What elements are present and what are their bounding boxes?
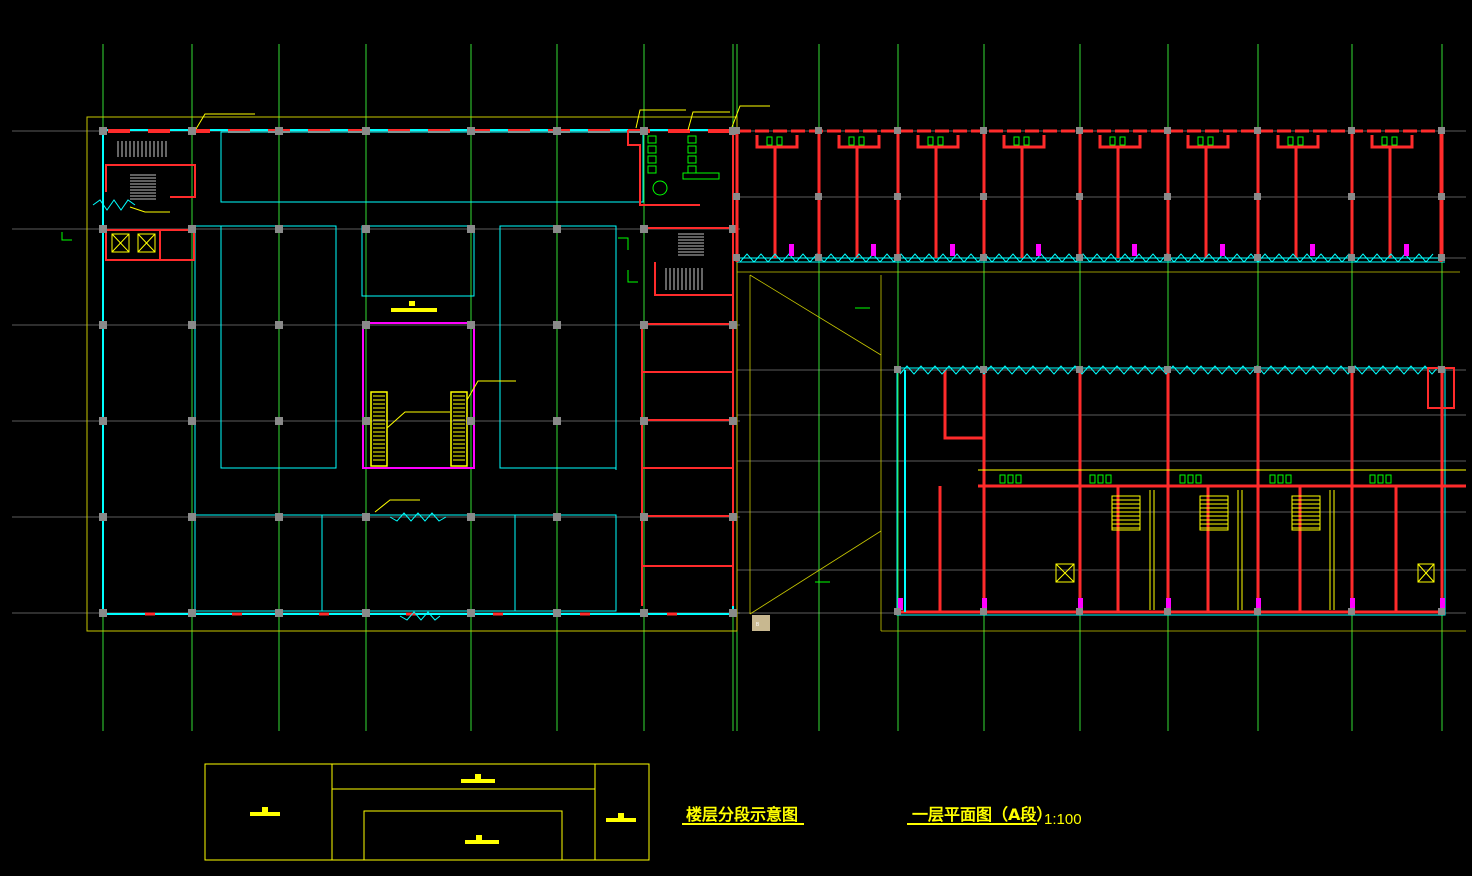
toilet-fixtures (647, 135, 720, 196)
legend-title: 楼层分段示意图 (686, 805, 799, 824)
stair-treads (117, 141, 167, 200)
green-markers (61, 232, 870, 583)
plan-title: 一层平面图（A段） (912, 805, 1053, 824)
escalator-left (370, 391, 388, 467)
lift-cars (111, 233, 156, 253)
upper-wing (735, 129, 1445, 263)
zigzag-wall-2 (399, 611, 441, 621)
left-building-yellow-outline (86, 116, 738, 632)
left-building-cyan-outline (102, 129, 734, 615)
left-building (86, 105, 770, 632)
escalator-leaders (374, 380, 516, 513)
atrium-level-mark-tip (409, 301, 415, 306)
left-zigzag-vent (92, 199, 136, 211)
right-wing-columns (733, 127, 1445, 615)
plan-title-underline (907, 823, 1037, 825)
atrium-outline (362, 322, 475, 469)
section-connector-lines (737, 271, 1466, 632)
left-stair-core (105, 164, 196, 261)
svg-text:B: B (756, 622, 759, 628)
red-shop-strip (641, 130, 734, 606)
atrium-level-mark (391, 308, 437, 312)
legend-level-marks (250, 774, 636, 844)
lower-wing (896, 365, 1466, 616)
legend-title-underline (682, 823, 804, 825)
toilet-core (627, 130, 733, 296)
section-tag (752, 615, 770, 631)
plan-scale: 1:100 (1044, 811, 1082, 828)
top-leader-lines (129, 105, 770, 213)
stair-treads-right (665, 233, 704, 290)
escalator-right (450, 391, 468, 467)
zigzag-wall-1 (389, 512, 447, 522)
floor-segment-legend (204, 763, 650, 861)
left-shop-partitions (194, 131, 644, 612)
